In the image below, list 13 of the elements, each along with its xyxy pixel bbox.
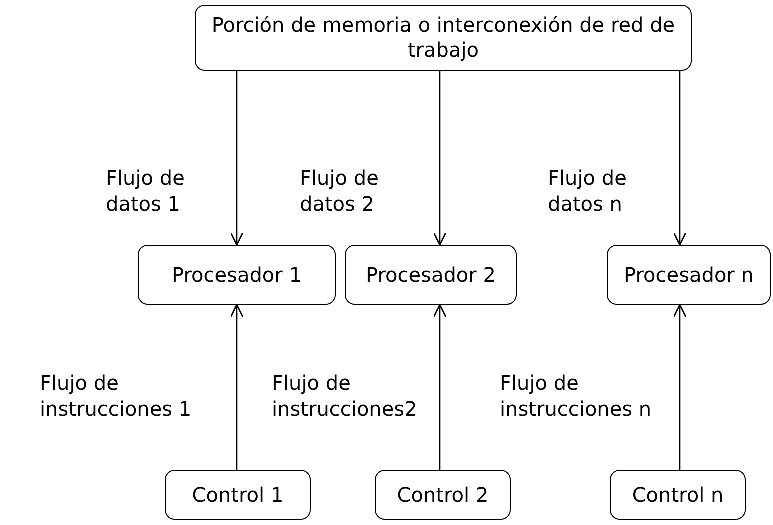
arrow bbox=[673, 304, 687, 470]
process-box: Procesador 2 bbox=[345, 245, 517, 305]
arrow bbox=[230, 71, 244, 246]
process-box: Procesador n bbox=[607, 245, 771, 305]
arrow bbox=[433, 71, 447, 246]
process-box: Control 2 bbox=[375, 470, 511, 520]
process-box: Control n bbox=[610, 470, 746, 520]
arrow bbox=[230, 304, 244, 470]
process-box: Procesador 1 bbox=[138, 245, 336, 305]
arrow bbox=[673, 71, 687, 246]
memory-box: Porción de memoria o interconexión de red de trabajo bbox=[195, 5, 692, 71]
arrow bbox=[433, 304, 447, 470]
process-box: Control 1 bbox=[165, 470, 311, 520]
